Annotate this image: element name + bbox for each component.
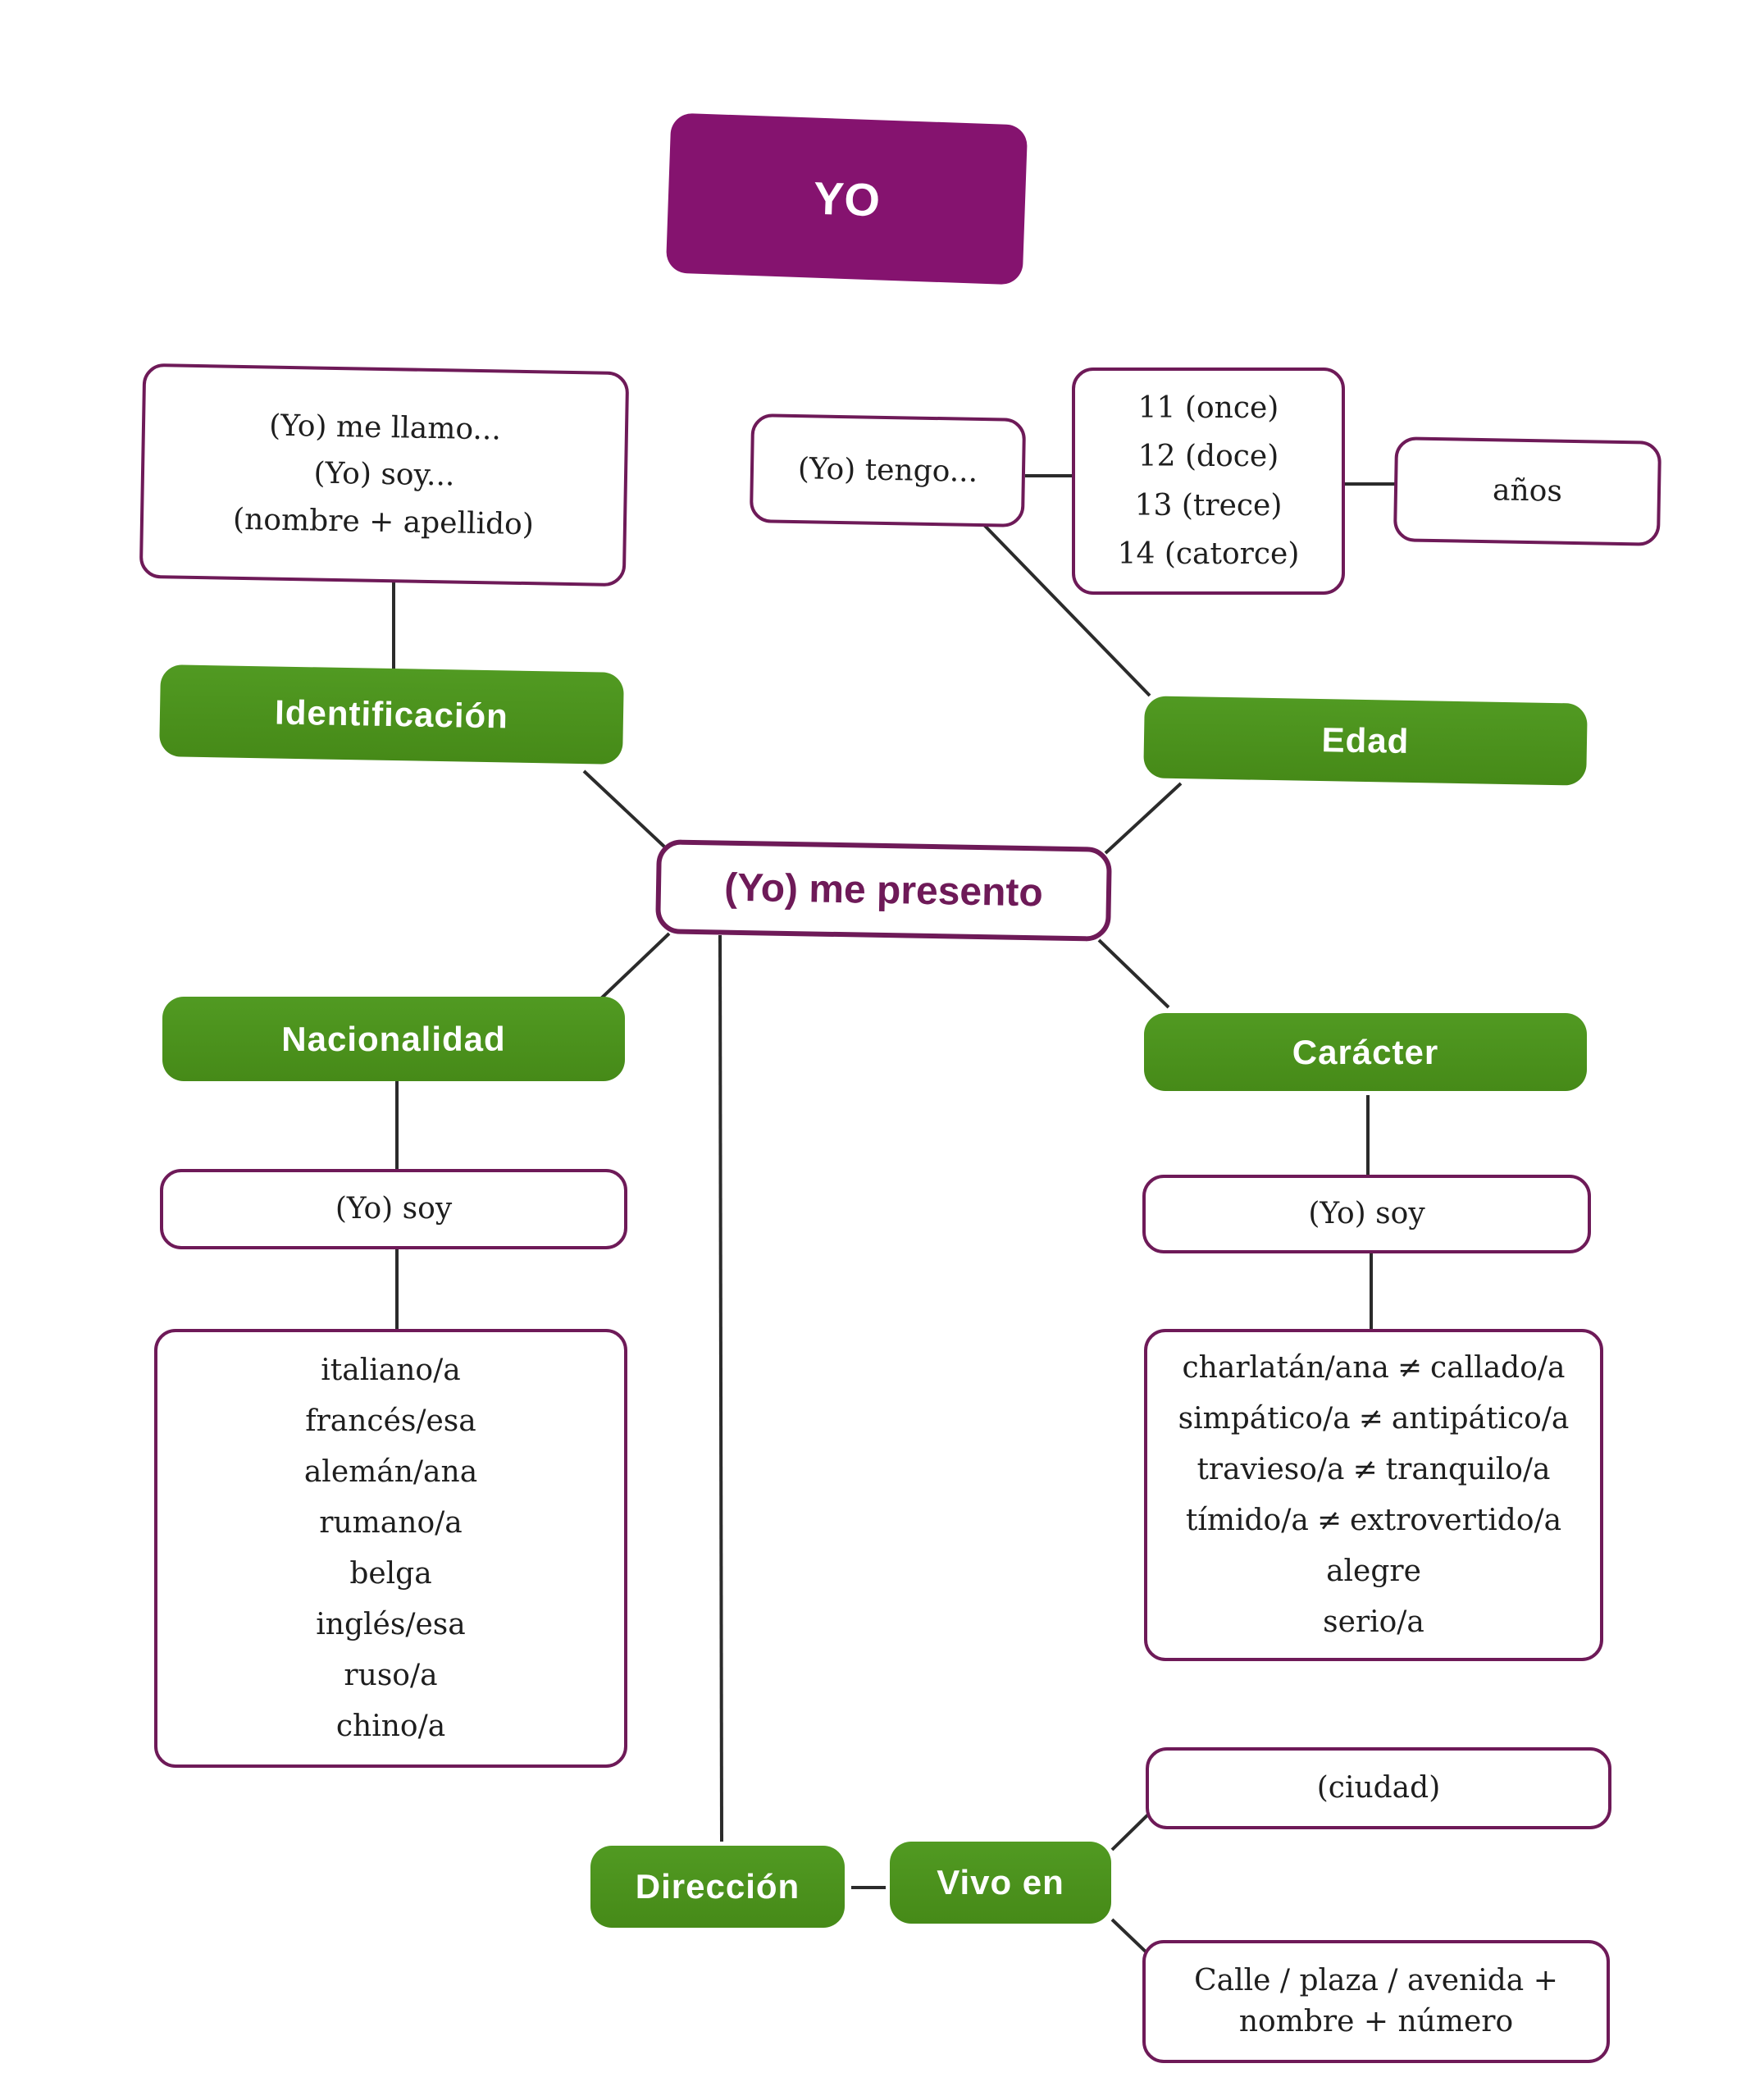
title-text: YO bbox=[812, 171, 882, 226]
trait-left: travieso/a bbox=[1197, 1452, 1345, 1486]
age-14: 14 (catorce) bbox=[1117, 536, 1300, 571]
connector-vivo-to-ciudad bbox=[1110, 1813, 1150, 1851]
category-caracter-label: Carácter bbox=[1292, 1032, 1439, 1071]
category-edad: Edad bbox=[1143, 696, 1588, 786]
category-nacionalidad-label: Nacionalidad bbox=[281, 1019, 506, 1058]
center-node: (Yo) me presento bbox=[655, 839, 1112, 942]
connector-edad-to-center bbox=[1104, 782, 1183, 855]
category-direccion-label: Dirección bbox=[635, 1867, 800, 1906]
trait-right: extrovertido/a bbox=[1350, 1503, 1562, 1537]
nationality-item: ruso/a bbox=[344, 1658, 438, 1692]
nationality-item: chino/a bbox=[335, 1709, 446, 1743]
character-list-box: charlatán/ana≠callado/a simpático/a≠anti… bbox=[1144, 1329, 1603, 1661]
not-equal-icon: ≠ bbox=[1352, 1452, 1378, 1486]
connector-vivo-to-calle bbox=[1110, 1918, 1150, 1956]
nationality-item: francés/esa bbox=[305, 1404, 476, 1438]
nationality-verb-box: (Yo) soy bbox=[160, 1169, 627, 1249]
not-equal-icon: ≠ bbox=[1316, 1503, 1342, 1537]
connector-center-to-caracter bbox=[1097, 938, 1170, 1009]
category-identificacion-label: Identificación bbox=[274, 692, 509, 736]
connector-center-to-direccion bbox=[718, 934, 723, 1842]
nationality-item: rumano/a bbox=[319, 1505, 463, 1540]
category-identificacion: Identificación bbox=[159, 664, 624, 765]
character-opposite-pair: tímido/a≠extrovertido/a bbox=[1186, 1495, 1561, 1546]
street-box: Calle / plaza / avenida + nombre + númer… bbox=[1142, 1940, 1610, 2063]
city-text: (ciudad) bbox=[1316, 1771, 1441, 1806]
trait-left: tímido/a bbox=[1185, 1503, 1309, 1537]
street-line-1: Calle / plaza / avenida + bbox=[1194, 1963, 1558, 1997]
trait-right: callado/a bbox=[1430, 1350, 1566, 1385]
age-unit-text: años bbox=[1492, 473, 1563, 509]
trait-right: antipático/a bbox=[1391, 1401, 1570, 1436]
category-direccion: Dirección bbox=[590, 1846, 845, 1928]
not-equal-icon: ≠ bbox=[1358, 1401, 1383, 1436]
category-vivo-en: Vivo en bbox=[890, 1842, 1111, 1924]
character-trait: serio/a bbox=[1323, 1605, 1424, 1639]
age-11: 11 (once) bbox=[1137, 390, 1279, 425]
character-verb-box: (Yo) soy bbox=[1142, 1175, 1591, 1253]
trait-right: tranquilo/a bbox=[1385, 1452, 1551, 1486]
phrase-nombre-apellido: (nombre + apellido) bbox=[232, 502, 535, 541]
category-nacionalidad: Nacionalidad bbox=[162, 997, 625, 1081]
character-opposite-pair: simpático/a≠antipático/a bbox=[1178, 1394, 1570, 1445]
not-equal-icon: ≠ bbox=[1397, 1350, 1423, 1385]
character-trait: alegre bbox=[1326, 1554, 1421, 1588]
connector-identificacion-to-center bbox=[582, 769, 666, 848]
category-edad-label: Edad bbox=[1321, 720, 1410, 760]
character-opposite-pair: charlatán/ana≠callado/a bbox=[1183, 1343, 1566, 1394]
age-verb-box: (Yo) tengo... bbox=[749, 413, 1027, 527]
identification-phrases-box: (Yo) me llamo... (Yo) soy... (nombre + a… bbox=[139, 363, 630, 587]
category-caracter: Carácter bbox=[1144, 1013, 1587, 1091]
trait-left: simpático/a bbox=[1178, 1401, 1351, 1436]
age-numbers-box: 11 (once) 12 (doce) 13 (trece) 14 (cator… bbox=[1072, 368, 1345, 595]
phrase-me-llamo: (Yo) me llamo... bbox=[268, 409, 502, 447]
nationality-list-box: italiano/a francés/esa alemán/ana rumano… bbox=[154, 1329, 627, 1768]
character-verb-text: (Yo) soy bbox=[1308, 1197, 1425, 1231]
connector-center-to-nacionalidad bbox=[597, 932, 671, 1002]
character-opposite-pair: travieso/a≠tranquilo/a bbox=[1197, 1445, 1550, 1495]
age-13: 13 (trece) bbox=[1134, 488, 1283, 523]
phrase-soy: (Yo) soy... bbox=[313, 456, 455, 493]
trait-left: charlatán/ana bbox=[1182, 1350, 1389, 1385]
title-yo: YO bbox=[665, 112, 1028, 285]
age-12: 12 (doce) bbox=[1137, 440, 1279, 474]
nationality-item: inglés/esa bbox=[316, 1607, 466, 1641]
category-vivo-en-label: Vivo en bbox=[937, 1863, 1064, 1901]
age-verb-text: (Yo) tengo... bbox=[797, 451, 978, 489]
nationality-item: belga bbox=[349, 1556, 432, 1591]
street-line-2: nombre + número bbox=[1238, 2005, 1514, 2038]
nationality-item: alemán/ana bbox=[303, 1454, 478, 1489]
age-unit-box: años bbox=[1393, 436, 1662, 546]
city-box: (ciudad) bbox=[1146, 1747, 1611, 1829]
nationality-item: italiano/a bbox=[321, 1353, 461, 1387]
nationality-verb-text: (Yo) soy bbox=[335, 1192, 453, 1226]
center-node-label: (Yo) me presento bbox=[723, 865, 1044, 915]
